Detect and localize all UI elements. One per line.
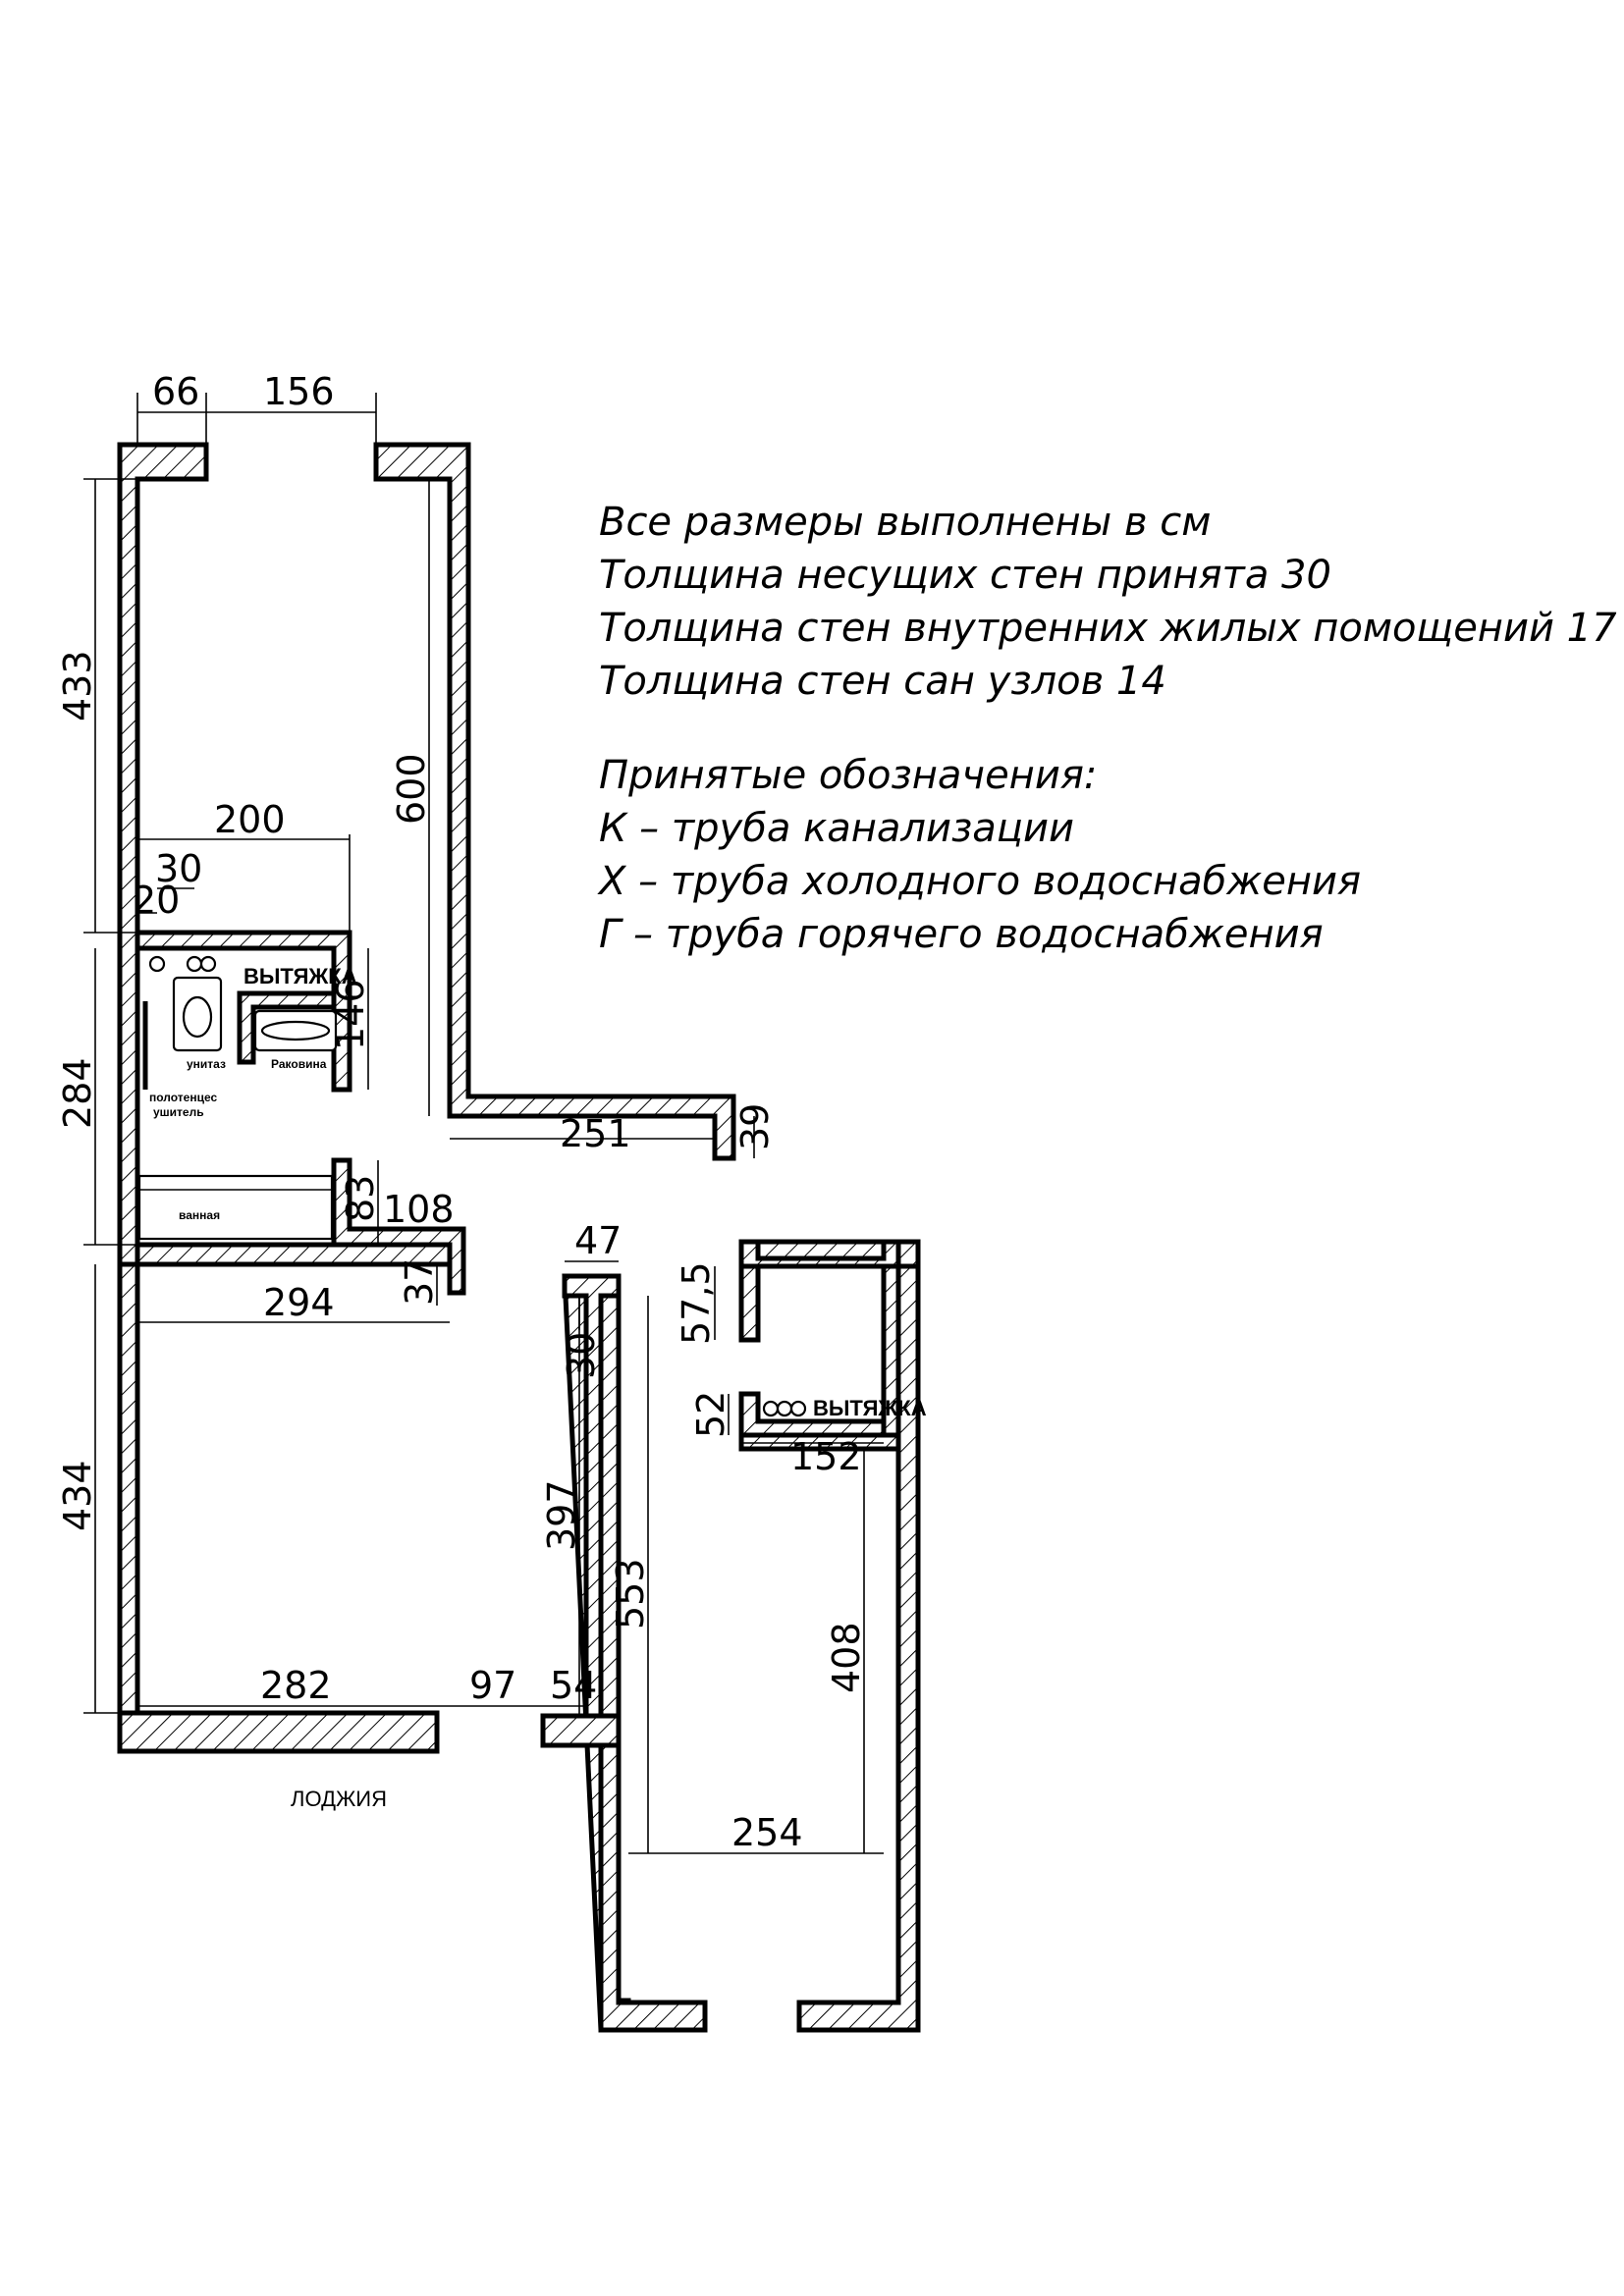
dim-553: 553	[609, 1558, 652, 1629]
dim-282: 282	[260, 1664, 332, 1707]
dim-251: 251	[560, 1112, 631, 1155]
note-line-3: Толщина стен внутренних жилых помощений …	[599, 606, 1617, 651]
dim-434: 434	[56, 1460, 99, 1531]
towel-label-line2: ушитель	[153, 1105, 204, 1119]
note-line-4: Толщина стен сан узлов 14	[599, 659, 1166, 704]
dim-39: 39	[733, 1103, 777, 1150]
left-apartment-walls	[117, 442, 736, 1754]
dim-152: 152	[790, 1435, 862, 1478]
dim-54: 54	[550, 1664, 597, 1707]
dimension-labels: 66 156 433 600 200 30 20 146 284 251 39 …	[56, 370, 868, 1854]
dim-408: 408	[825, 1622, 868, 1693]
dim-294: 294	[263, 1281, 335, 1324]
pipe-x-icon-2	[776, 1400, 793, 1417]
wall-bottom-right-left	[598, 1742, 708, 2033]
exhaust-label: ВЫТЯЖКА	[244, 964, 357, 988]
wall-bottom-left	[117, 1710, 440, 1754]
dim-600: 600	[390, 753, 433, 825]
fixtures	[137, 955, 807, 1417]
pipe-k-icon-2	[762, 1400, 780, 1417]
pipe-g-icon	[199, 955, 217, 973]
dim-37: 37	[398, 1258, 441, 1306]
legend-title: Принятые обозначения:	[599, 753, 1098, 798]
dimension-lines	[83, 393, 884, 1854]
wall-top-notch	[738, 1239, 901, 1269]
sink-label: Раковина	[271, 1057, 327, 1071]
dim-254: 254	[731, 1811, 803, 1854]
towel-label-line1: полотенцес	[149, 1091, 217, 1104]
dim-30: 30	[155, 847, 202, 890]
wall-left-lower	[117, 1261, 140, 1716]
bath-label: ванная	[179, 1208, 220, 1222]
dim-108: 108	[383, 1188, 455, 1231]
dim-397: 397	[540, 1479, 583, 1551]
loggia-label: ЛОДЖИЯ	[291, 1787, 387, 1811]
dim-97: 97	[469, 1664, 516, 1707]
pipe-k-icon	[148, 955, 166, 973]
dim-52: 52	[689, 1391, 732, 1438]
right-apartment-walls	[540, 1239, 921, 2033]
bathtub	[137, 1174, 334, 1241]
exhaust-label-2: ВЫТЯЖКА	[813, 1396, 927, 1420]
room-labels: ВЫТЯЖКА ВЫТЯЖКА унитаз Раковина полотенц…	[149, 964, 927, 1811]
wall-sanitary-inner	[237, 990, 337, 1065]
dim-284: 284	[56, 1057, 99, 1129]
legend-x: Х – труба холодного водоснабжения	[599, 859, 1362, 904]
dim-146: 146	[329, 979, 372, 1050]
note-line-2: Толщина несущих стен принята 30	[599, 553, 1331, 598]
dim-47: 47	[574, 1219, 622, 1262]
wall-right-upper	[373, 442, 736, 1161]
toilet-bowl	[182, 995, 213, 1039]
legend-k: К – труба канализации	[599, 806, 1074, 851]
legend-g: Г – труба горячего водоснабжения	[599, 912, 1324, 957]
dim-20: 20	[133, 879, 180, 922]
wall-entry-left	[540, 1713, 622, 1748]
dim-66: 66	[152, 370, 199, 413]
dim-57-5: 57,5	[675, 1261, 718, 1345]
dim-433: 433	[56, 650, 99, 721]
dim-200: 200	[214, 798, 286, 841]
pipe-x-icon	[186, 955, 203, 973]
dim-156: 156	[263, 370, 335, 413]
sink-basin	[260, 1020, 331, 1041]
wall-middle-floor	[135, 1242, 453, 1267]
dim-30b: 30	[560, 1332, 603, 1379]
wall-right-room-top	[738, 1432, 901, 1452]
pipe-g-icon-2	[789, 1400, 807, 1417]
toilet-label: унитаз	[187, 1057, 226, 1071]
note-line-1: Все размеры выполнены в см	[599, 500, 1212, 545]
notes-block: Все размеры выполнены в см Толщина несущ…	[599, 496, 1617, 961]
dim-83: 83	[339, 1175, 382, 1222]
